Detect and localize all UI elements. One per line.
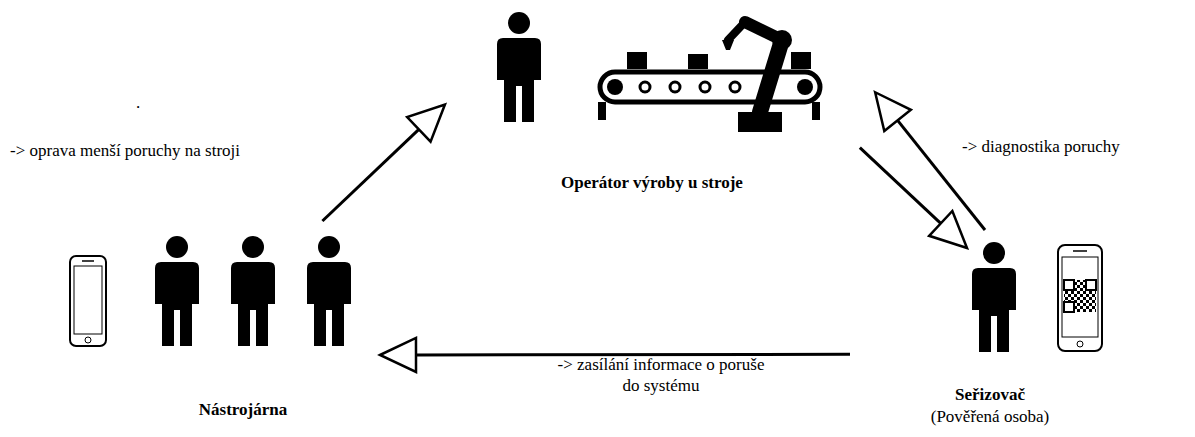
edge-label: -> oprava menší poruchy na stroji	[10, 140, 240, 161]
edge-label: -> diagnostika poruchy	[962, 136, 1120, 157]
arrow-connector	[322, 105, 445, 221]
node-title: Seřizovač	[955, 384, 1025, 405]
person-icon	[972, 242, 1016, 352]
person-icon	[231, 236, 275, 346]
arrow-connector	[875, 92, 985, 230]
machine-icon	[598, 22, 820, 132]
node-group: Seřizovač(Pověřená osoba)	[940, 230, 1120, 437]
node-group: Nástrojárna	[60, 225, 380, 425]
note-text: .	[136, 92, 140, 113]
person-icon	[307, 236, 351, 346]
node-title: Operátor výroby u stroje	[561, 172, 743, 193]
person-icon	[155, 236, 199, 346]
arrow-connector	[860, 148, 967, 248]
phone-icon	[70, 256, 106, 346]
phone-qr-icon	[1058, 245, 1102, 351]
node-subtitle: (Pověřená osoba)	[931, 406, 1050, 427]
node-title: Nástrojárna	[199, 399, 287, 420]
edge-label: -> zasílání informace o poruše do systém…	[556, 354, 766, 396]
node-group: Operátor výroby u stroje	[440, 0, 890, 205]
person-icon	[497, 12, 541, 122]
